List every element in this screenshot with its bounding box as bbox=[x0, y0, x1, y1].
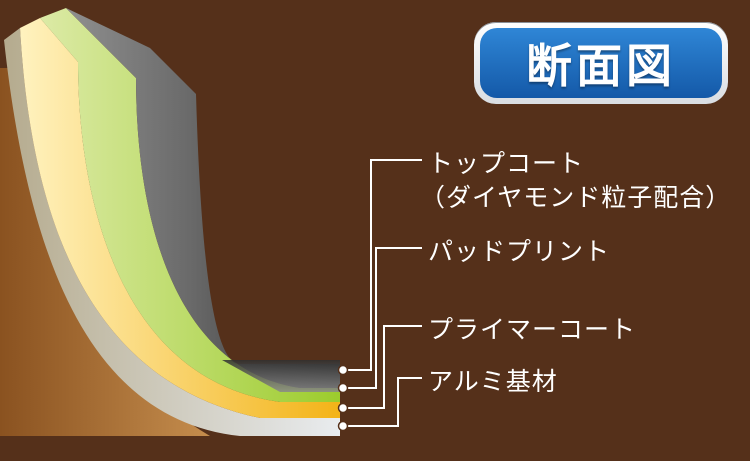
leader-dots bbox=[337, 364, 349, 432]
pad-print-layer bbox=[40, 8, 340, 402]
diagram-title: 断面図 bbox=[526, 39, 676, 93]
top-coat-layer bbox=[66, 8, 340, 388]
aluminum-layer bbox=[4, 28, 340, 436]
label-pad-print: パッドプリント bbox=[428, 237, 611, 266]
leader-lines bbox=[343, 159, 422, 427]
leader-line-aluminum bbox=[343, 377, 422, 427]
leader-dot-pad-print bbox=[337, 382, 349, 394]
title-badge: 断面図 bbox=[474, 22, 728, 104]
title-badge-inner: 断面図 bbox=[480, 28, 722, 98]
leader-dot-primer bbox=[337, 402, 349, 414]
primer-layer bbox=[20, 18, 340, 418]
label-aluminum-base: アルミ基材 bbox=[428, 367, 558, 396]
leader-line-pad-print bbox=[343, 247, 422, 389]
leader-line-top-coat bbox=[343, 159, 422, 371]
leader-line-primer bbox=[343, 325, 422, 409]
label-top-coat: トップコート bbox=[428, 149, 585, 178]
pan-outer-body bbox=[0, 68, 210, 436]
leader-dot-aluminum bbox=[337, 420, 349, 432]
label-primer-coat: プライマーコート bbox=[428, 315, 637, 344]
leader-dot-top-coat bbox=[337, 364, 349, 376]
top-coat-bottom bbox=[222, 360, 340, 392]
label-top-coat-note: （ダイヤモンド粒子配合） bbox=[420, 183, 732, 212]
